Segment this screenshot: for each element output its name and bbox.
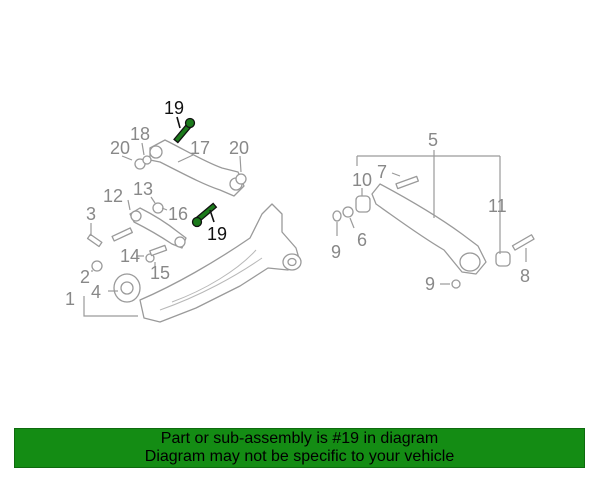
callout-13: 13: [133, 179, 153, 199]
callout-9-bottom: 9: [425, 274, 435, 294]
callout-16: 16: [168, 204, 188, 224]
small-hardware-left: [86, 155, 247, 272]
bolt-19-lower: [191, 202, 218, 228]
callout-15: 15: [150, 263, 170, 283]
callout-3: 3: [86, 204, 96, 224]
part-info-banner: Part or sub-assembly is #19 in diagram D…: [14, 428, 585, 468]
banner-line-2: Diagram may not be specific to your vehi…: [144, 448, 455, 465]
trailing-arm: [139, 203, 302, 323]
callout-18: 18: [130, 124, 150, 144]
small-hardware-right: [332, 175, 535, 289]
callout-14: 14: [120, 246, 140, 266]
callout-17: 17: [190, 138, 210, 158]
upper-control-arm: [149, 139, 245, 197]
callout-2: 2: [80, 267, 90, 287]
callout-5: 5: [428, 130, 438, 150]
callout-12: 12: [103, 186, 123, 206]
callout-11: 11: [488, 196, 507, 216]
callout-1: 1: [65, 289, 75, 309]
trailing-arm-bushing: [113, 273, 141, 303]
callout-6: 6: [357, 230, 367, 250]
banner-line-1: Part or sub-assembly is #19 in diagram: [160, 430, 439, 447]
callout-4: 4: [91, 282, 101, 302]
lower-control-arm: [129, 207, 187, 249]
callout-8: 8: [520, 266, 530, 286]
callout-19-top: 19: [164, 98, 184, 118]
callout-7: 7: [377, 162, 387, 182]
callout-20-right: 20: [229, 138, 249, 158]
bolt-19-upper: [173, 117, 196, 144]
leader-lines: [83, 116, 527, 317]
callout-10: 10: [352, 170, 372, 190]
callout-20-left: 20: [110, 138, 130, 158]
lateral-link: [371, 183, 487, 275]
callout-9-left: 9: [331, 242, 341, 262]
callout-19-bottom: 19: [207, 224, 227, 244]
